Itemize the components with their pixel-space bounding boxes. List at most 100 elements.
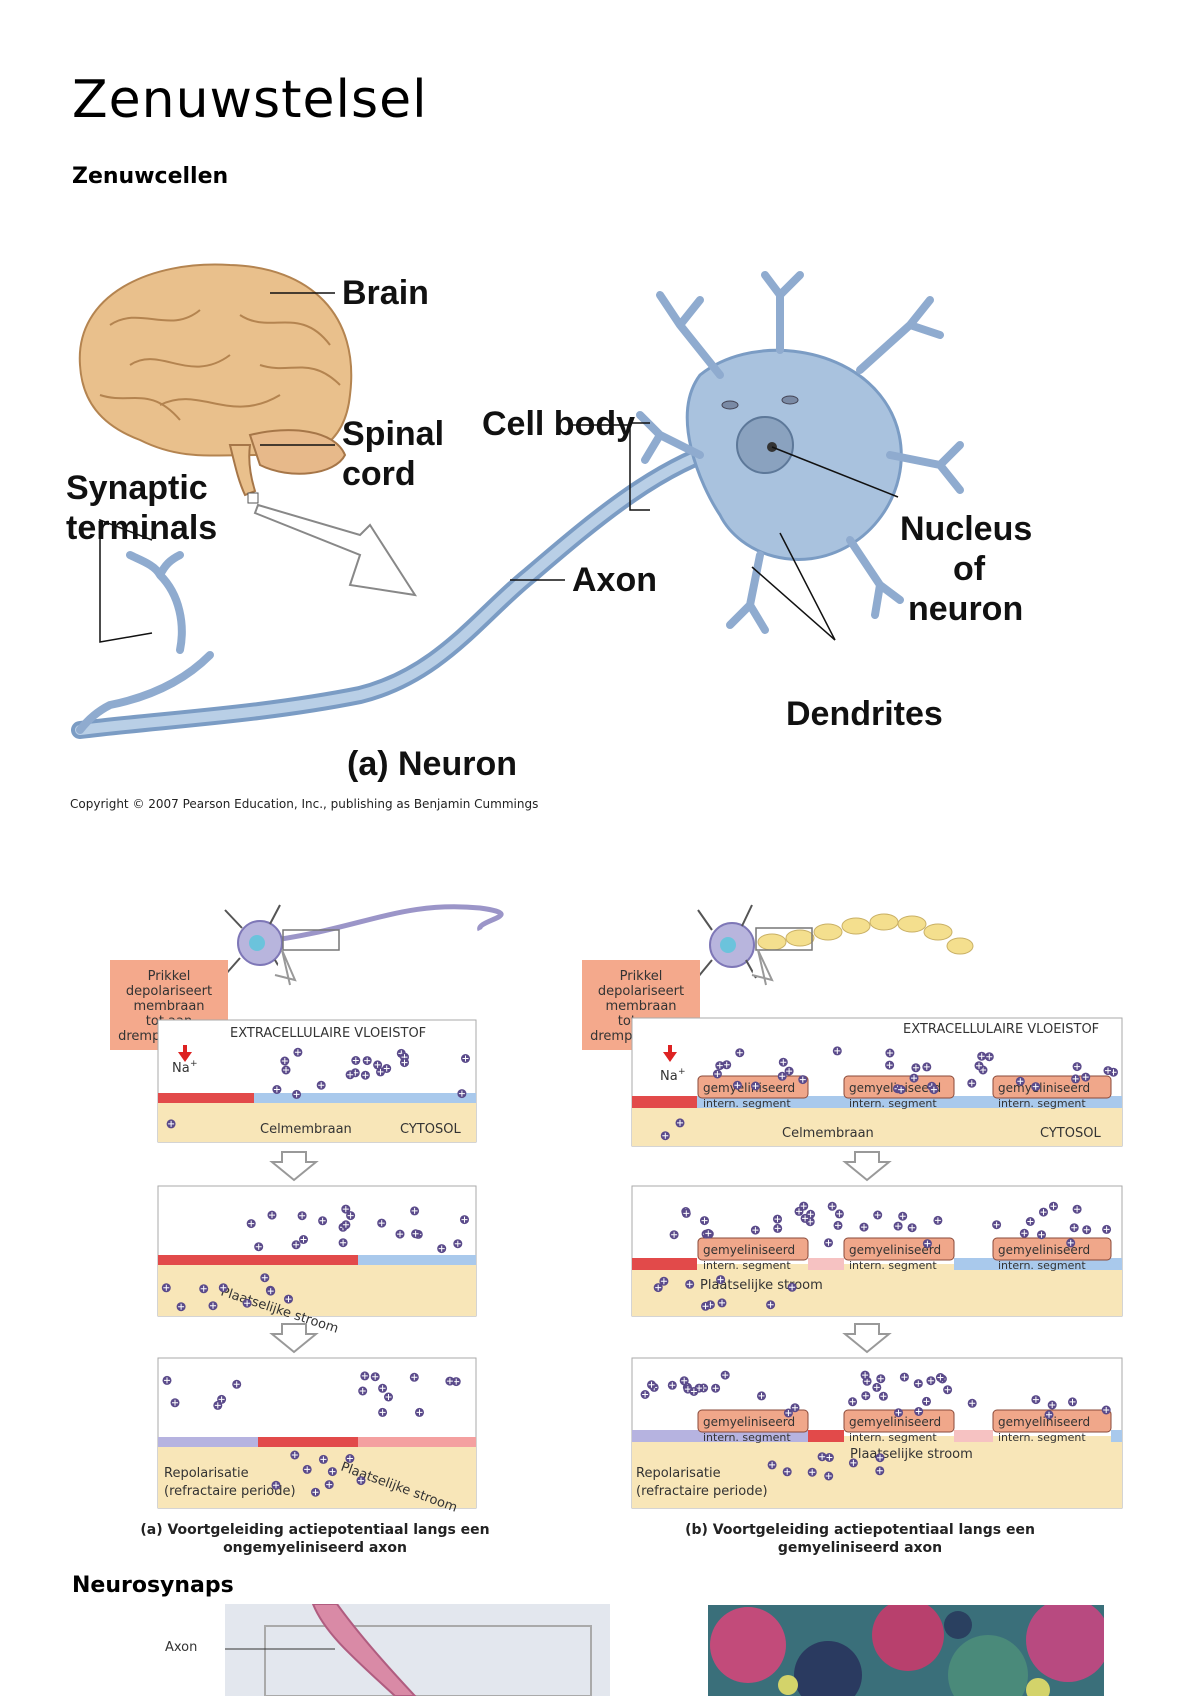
ion-icon	[281, 1065, 291, 1075]
ion-icon	[703, 1228, 714, 1239]
ion-icon	[1025, 1216, 1036, 1227]
membrane-label-a: Celmembraan	[260, 1122, 352, 1137]
ion-icon	[913, 1378, 924, 1389]
ion-icon	[350, 1055, 361, 1066]
ion-icon	[921, 1061, 932, 1072]
brain-illustration	[78, 263, 353, 504]
ion-icon	[717, 1297, 727, 1308]
ion-icon	[267, 1210, 277, 1221]
ion-icon	[884, 1060, 895, 1071]
ion-icon	[991, 1219, 1002, 1230]
ion-icon	[942, 1384, 953, 1395]
segment-b3-1: intern. segment	[703, 1431, 791, 1444]
ion-icon	[212, 1400, 223, 1411]
ion-icon	[884, 1048, 895, 1058]
ion-icon	[688, 1386, 699, 1397]
ion-icon	[922, 1238, 933, 1249]
ion-icon	[324, 1479, 335, 1490]
ion-icon	[345, 1069, 356, 1080]
label-brain: Brain	[342, 274, 429, 312]
label-nucleus: Nucleus	[900, 510, 1032, 548]
ion-icon	[907, 1222, 918, 1233]
ion-icon	[699, 1215, 710, 1226]
panel-unmyelinated: Prikkel depolariseert membraan tot aan d…	[110, 904, 504, 1556]
stimulus-b-line-2: depolariseert	[598, 984, 684, 999]
ion-icon	[377, 1407, 388, 1418]
label-synaptic: Synaptic	[66, 469, 208, 507]
local-current-b-3: Plaatselijke stroom	[850, 1447, 973, 1462]
ion-icon	[878, 1391, 889, 1402]
segment-b1-2: intern. segment	[849, 1097, 937, 1110]
ion-icon	[1072, 1061, 1083, 1072]
caption-b-line-2: gemyeliniseerd axon	[778, 1540, 942, 1556]
ion-icon	[756, 1390, 767, 1401]
ion-icon	[872, 1210, 883, 1220]
section-heading-neurosynaps: Neurosynaps	[72, 1573, 234, 1598]
ion-icon	[932, 1215, 943, 1226]
stimulus-line-1: Prikkel	[148, 969, 191, 984]
section-heading-zenuwcellen: Zenuwcellen	[72, 164, 229, 189]
ion-icon	[967, 1398, 978, 1409]
ion-icon	[772, 1214, 783, 1225]
myelin-b2-3: gemyeliniseerd	[998, 1243, 1090, 1257]
conduction-figure: Prikkel depolariseert membraan tot aan d…	[110, 904, 1123, 1556]
myelin-b2-2: gemyeliniseerd	[849, 1243, 941, 1257]
ion-icon	[170, 1397, 180, 1408]
ion-icon	[362, 1055, 373, 1066]
ion-icon	[700, 1301, 711, 1312]
ion-icon	[253, 1241, 264, 1252]
ion-icon	[928, 1084, 939, 1095]
ion-icon	[1080, 1072, 1091, 1083]
ion-icon	[714, 1060, 725, 1071]
ion-icon	[376, 1218, 387, 1229]
ion-icon	[456, 1088, 467, 1099]
ion-icon	[292, 1047, 303, 1058]
ion-icon	[833, 1220, 843, 1231]
ion-icon	[681, 1208, 692, 1219]
ion-icon	[720, 1370, 731, 1381]
ion-icon	[372, 1059, 383, 1070]
label-of: of	[953, 550, 986, 588]
cell-body-illustration	[636, 271, 964, 634]
ion-icon	[684, 1279, 695, 1290]
ion-icon	[667, 1380, 678, 1391]
na-label-b: Na	[660, 1069, 678, 1084]
ion-icon	[409, 1372, 420, 1383]
ion-icon	[715, 1274, 726, 1285]
ion-icon	[1067, 1396, 1078, 1407]
ion-icon	[271, 1084, 282, 1095]
ion-icon	[359, 1370, 370, 1381]
cytosol-label-b: CYTOSOL	[1040, 1126, 1101, 1141]
svg-text:+: +	[678, 1067, 686, 1077]
ion-icon	[899, 1372, 910, 1383]
ion-icon	[265, 1286, 276, 1297]
ion-icon	[410, 1228, 421, 1239]
ion-icon	[750, 1081, 761, 1091]
myelin-b3-2: gemyeliniseerd	[849, 1415, 941, 1429]
ion-icon	[660, 1130, 671, 1141]
ion-icon	[242, 1298, 253, 1309]
ion-icon	[848, 1457, 859, 1468]
ion-icon	[360, 1070, 371, 1081]
ion-icon	[1101, 1224, 1112, 1235]
ion-icon	[1036, 1229, 1047, 1240]
copyright-text: Copyright © 2007 Pearson Education, Inc.…	[70, 797, 538, 811]
ion-icon	[436, 1243, 447, 1254]
ion-icon	[1030, 1081, 1041, 1092]
ion-icon	[383, 1392, 394, 1402]
ion-icon	[1065, 1237, 1076, 1248]
ion-icon	[675, 1117, 685, 1128]
ion-icon	[732, 1080, 743, 1091]
synapse-diagram: Axon	[225, 1604, 610, 1696]
ion-icon	[797, 1074, 808, 1085]
ion-icon	[1030, 1394, 1041, 1405]
ion-icon	[794, 1206, 804, 1217]
membrane-label-b: Celmembraan	[782, 1126, 874, 1141]
ion-icon	[395, 1229, 405, 1240]
ion-icon	[653, 1282, 664, 1293]
svg-text:+: +	[190, 1059, 198, 1069]
figure-caption-neuron: (a) Neuron	[347, 745, 517, 783]
caption-b-line-1: (b) Voortgeleiding actiepotentiaal langs…	[685, 1522, 1035, 1538]
ion-icon	[1103, 1065, 1113, 1076]
stimulus-b-line-3: membraan	[605, 999, 676, 1014]
